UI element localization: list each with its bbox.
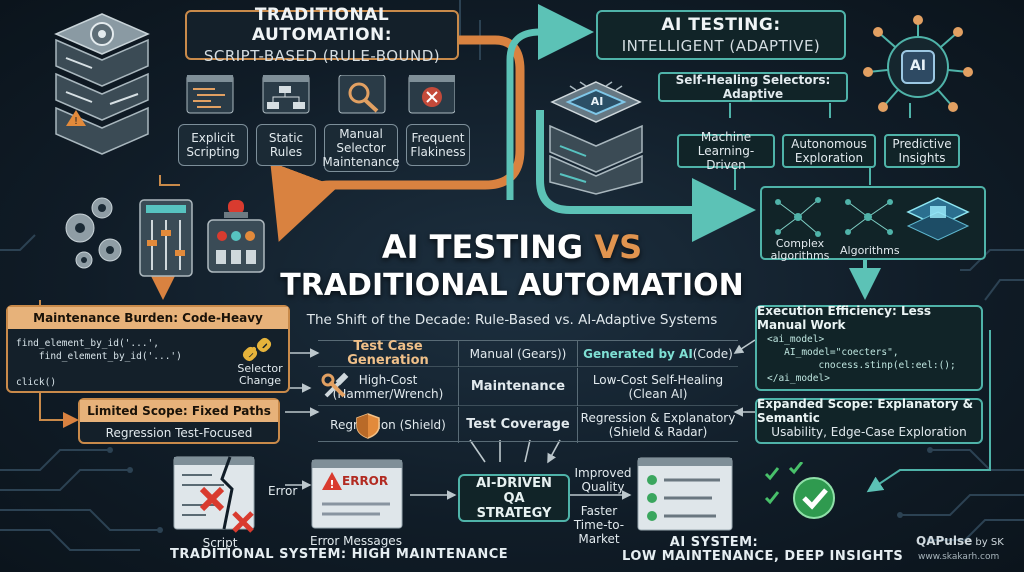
script-label: Script (202, 536, 238, 550)
feature-predictive-insights: Predictive Insights (884, 134, 960, 168)
main-title-line1: AI TESTING VS (381, 228, 643, 266)
error-badge: ERROR (342, 474, 389, 488)
execution-efficiency-panel: Execution Efficiency: Less Manual Work <… (755, 304, 983, 391)
expanded-scope-panel: Expanded Scope: Explanatory & Semantic U… (755, 397, 983, 444)
error-arrow-label: Error (268, 484, 298, 498)
hammer-wrench-icon (321, 372, 349, 398)
brand-url: www.skakarh.com (918, 552, 1000, 562)
expanded-scope-subtitle: Usability, Edge-Case Exploration (771, 425, 967, 439)
broken-script-icon (173, 456, 255, 533)
algorithms-panel: Complex algorithms Algorithms (760, 186, 986, 262)
step-static-rules: Static Rules (256, 124, 316, 166)
broken-link-icon (242, 337, 272, 362)
feature-machine-learning: Machine Learning-Driven (677, 130, 775, 172)
limited-scope-panel: Limited Scope: Fixed Paths Regression Te… (78, 398, 280, 444)
shield-icon (356, 413, 380, 439)
ai-header-subtitle: INTELLIGENT (ADAPTIVE) (621, 37, 821, 55)
traditional-footer: TRADITIONAL SYSTEM: HIGH MAINTENANCE (170, 547, 509, 562)
comparison-table: Test Case Generation Manual (Gears)) Gen… (318, 339, 738, 443)
svg-text:!: ! (74, 116, 78, 127)
error-window-icon: ! (311, 459, 403, 529)
table-row: Test Case Generation Manual (Gears)) Gen… (318, 339, 738, 367)
ai-driven-qa-strategy: AI-DRIVEN QA STRATEGY (458, 474, 570, 522)
maintenance-burden-title: Maintenance Burden: Code-Heavy (8, 307, 288, 329)
table-row: High-Cost (Hammer/Wrench) Maintenance Lo… (318, 367, 738, 406)
server-stack-icon: ! (54, 13, 150, 155)
svg-text:!: ! (329, 478, 334, 491)
efficiency-code: <ai_model> AI_model="coecters", cnocess.… (767, 334, 956, 384)
ai-footer-label: AI SYSTEM: (669, 535, 759, 550)
ai-dashboard-icon (637, 457, 733, 531)
main-subtitle: The Shift of the Decade: Rule-Based vs. … (306, 312, 718, 328)
ai-brain-label: AI (909, 58, 927, 74)
faster-ttm-label: Faster Time-to-Market (573, 504, 625, 546)
ai-chip-server-icon (549, 81, 643, 195)
table-row: Regression (Shield) Test Coverage Regres… (318, 407, 738, 443)
ai-chip-label: AI (590, 95, 604, 108)
ai-footer: LOW MAINTENANCE, DEEP INSIGHTS (622, 549, 904, 564)
ai-header: AI TESTING: INTELLIGENT (ADAPTIVE) (596, 10, 846, 60)
error-messages-label: Error Messages (310, 534, 402, 548)
success-check-icon (764, 462, 835, 519)
feature-autonomous-exploration: Autonomous Exploration (782, 134, 876, 168)
step-manual-selector: Manual Selector Maintenance (322, 124, 400, 172)
step-explicit-scripting: Explicit Scripting (178, 124, 248, 166)
gears-control-panel-icon (65, 197, 265, 277)
limited-scope-subtitle: Regression Test-Focused (105, 426, 253, 440)
traditional-header-title: TRADITIONAL AUTOMATION: (251, 5, 393, 45)
traditional-step-icons (186, 75, 455, 114)
selector-change-label: Selector Change (237, 362, 283, 387)
improved-quality-label: Improved Quality (574, 466, 632, 494)
traditional-header: TRADITIONAL AUTOMATION: SCRIPT-BASED (RU… (185, 5, 459, 65)
self-healing-box: Self-Healing Selectors: Adaptive (658, 72, 848, 102)
expanded-scope-title: Expanded Scope: Explanatory & Semantic (757, 397, 974, 425)
traditional-header-subtitle: SCRIPT-BASED (RULE-BOUND) (203, 47, 441, 65)
main-title-line2: TRADITIONAL AUTOMATION (280, 268, 744, 303)
ai-neural-node-icon (863, 15, 973, 112)
limited-scope-title: Limited Scope: Fixed Paths (80, 400, 278, 422)
maintenance-code: find_element_by_id('...', find_element_b… (16, 338, 182, 388)
brand-logo: QAPulse by SK (916, 534, 1004, 548)
maintenance-burden-panel: Maintenance Burden: Code-Heavy find_elem… (6, 305, 290, 393)
execution-efficiency-title: Execution Efficiency: Less Manual Work (757, 304, 932, 332)
complex-algorithms-label: Complex algorithms (770, 237, 830, 262)
neural-network-icon (775, 197, 970, 241)
algorithms-label: Algorithms (840, 244, 900, 257)
step-frequent-flakiness: Frequent Flakiness (406, 124, 470, 166)
ai-header-title: AI TESTING: (661, 15, 781, 35)
